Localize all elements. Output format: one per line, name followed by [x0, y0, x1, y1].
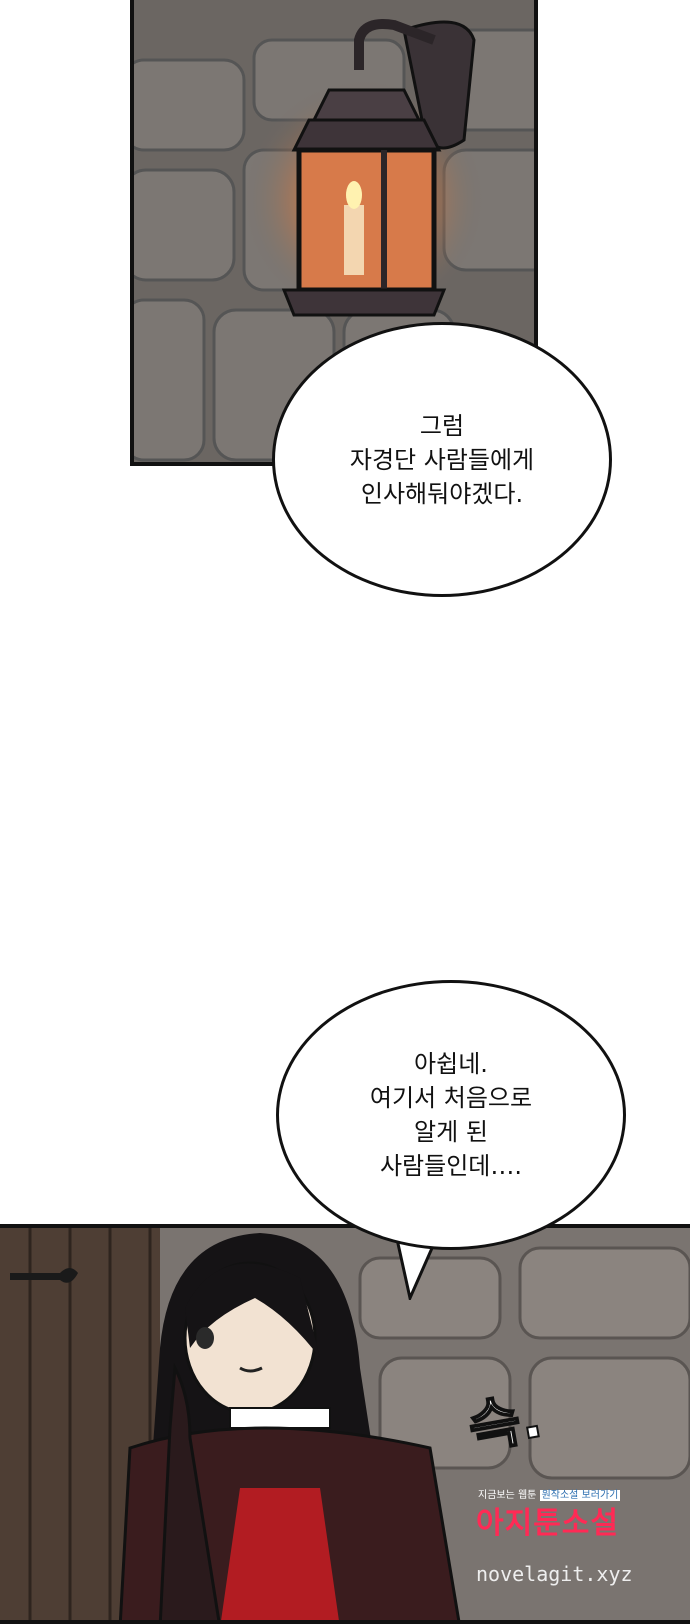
lantern-wall-illustration [134, 0, 534, 462]
watermark-tagline: 지금보는 웹툰 원작소설 보러가기 [478, 1486, 621, 1501]
top-panel [130, 0, 538, 466]
watermark-url[interactable]: novelagit.xyz [476, 1562, 633, 1586]
speech-bubble-1: 그럼 자경단 사람들에게 인사해둬야겠다. [272, 322, 612, 597]
character-illustration [0, 1228, 690, 1620]
speech-bubble-2: 아쉽네. 여기서 처음으로 알게 된 사람들인데…. [276, 980, 626, 1250]
speech-bubble-2-text: 아쉽네. 여기서 처음으로 알게 된 사람들인데…. [369, 1050, 533, 1180]
watermark-brand[interactable]: 아지툰소설 [476, 1506, 619, 1541]
watermark-tagline-b[interactable]: 원작소설 보러가기 [539, 1490, 621, 1501]
speech-bubble-1-text: 그럼 자경단 사람들에게 인사해둬야겠다. [349, 411, 535, 508]
watermark-tagline-a: 지금보는 웹툰 [478, 1490, 537, 1501]
bottom-panel [0, 1224, 690, 1624]
sound-effect: 슥. [463, 1384, 548, 1463]
